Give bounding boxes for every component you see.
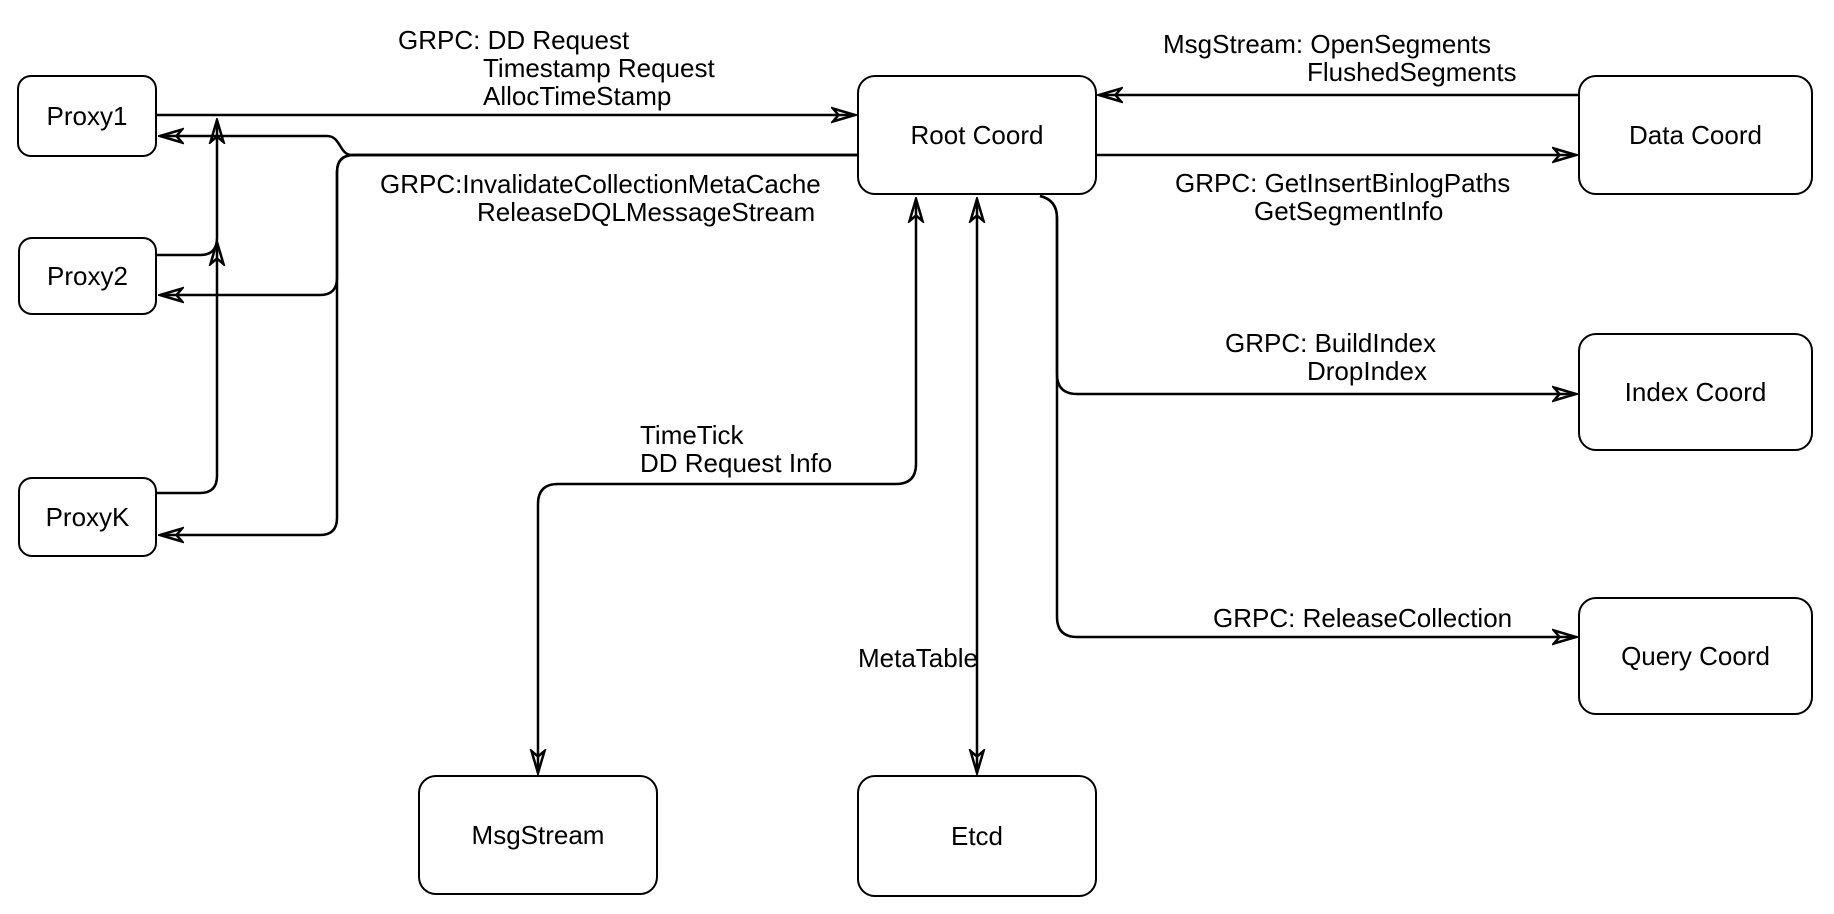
- node-root-coord: Root Coord: [857, 75, 1097, 195]
- node-etcd: Etcd: [857, 775, 1097, 897]
- edge-root-coord-to-msgstream: [538, 199, 916, 773]
- node-proxy1: Proxy1: [17, 75, 157, 157]
- node-proxyk: ProxyK: [18, 477, 157, 557]
- edge-root-coord-to-query-coord: [1039, 194, 1576, 637]
- node-index-coord-label: Index Coord: [1624, 376, 1767, 407]
- edge-proxy2-to-root-coord: [157, 120, 217, 257]
- node-proxy1-label: Proxy1: [46, 100, 128, 131]
- node-query-coord-label: Query Coord: [1621, 640, 1770, 671]
- node-root-coord-label: Root Coord: [910, 119, 1044, 150]
- edge-root-coord-to-proxy1: [160, 136, 857, 157]
- node-data-coord: Data Coord: [1578, 75, 1813, 195]
- label-root-coord-to-query-coord: GRPC: ReleaseCollection: [1213, 603, 1513, 633]
- label-root-coord-to-msgstream: TimeTick DD Request Info: [640, 420, 833, 478]
- node-msgstream-label: MsgStream: [471, 819, 605, 850]
- label-root-coord-to-etcd: MetaTable: [858, 643, 978, 673]
- node-proxy2-label: Proxy2: [47, 260, 128, 291]
- label-proxy-to-root-coord: GRPC: DD Request Timestamp Request Alloc…: [398, 25, 715, 111]
- label-root-coord-to-data-coord: GRPC: GetInsertBinlogPaths GetSegmentInf…: [1175, 168, 1511, 226]
- label-root-coord-to-proxy: GRPC:InvalidateCollectionMetaCache Relea…: [380, 169, 821, 227]
- node-msgstream: MsgStream: [418, 775, 658, 895]
- node-proxy2: Proxy2: [18, 237, 157, 315]
- label-root-coord-to-index-coord: GRPC: BuildIndex DropIndex: [1225, 328, 1436, 386]
- node-index-coord: Index Coord: [1578, 333, 1813, 451]
- node-etcd-label: Etcd: [950, 820, 1004, 851]
- edge-root-coord-to-proxyk: [160, 153, 857, 535]
- node-proxyk-label: ProxyK: [45, 501, 130, 532]
- label-data-coord-to-root-coord: MsgStream: OpenSegments FlushedSegments: [1163, 29, 1517, 87]
- node-data-coord-label: Data Coord: [1629, 119, 1762, 150]
- node-query-coord: Query Coord: [1578, 597, 1813, 715]
- edge-proxyk-to-root-coord: [157, 242, 217, 495]
